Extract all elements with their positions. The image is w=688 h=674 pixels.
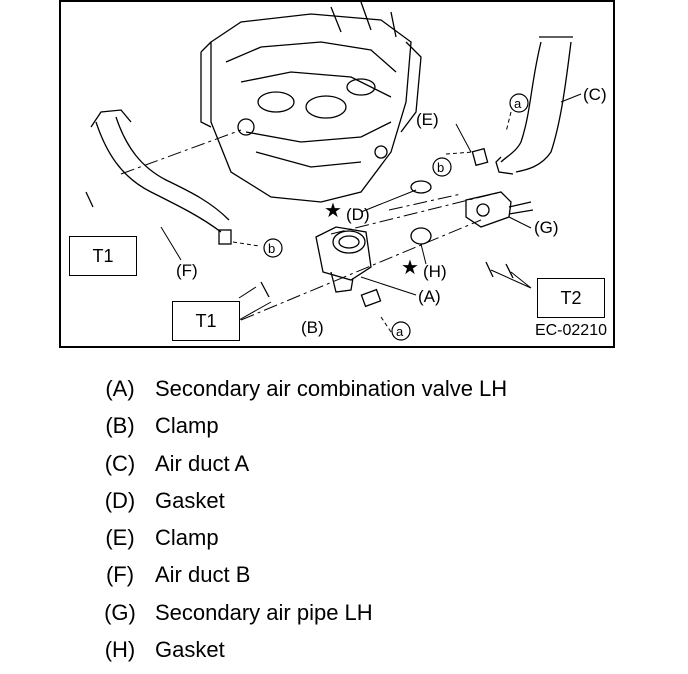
legend-code: (E) xyxy=(105,525,135,551)
legend-text: Air duct B xyxy=(155,562,251,588)
legend-code: (H) xyxy=(104,637,136,663)
callout-a: (A) xyxy=(418,287,441,306)
legend-text: Gasket xyxy=(155,637,225,663)
legend-text: Clamp xyxy=(155,413,219,439)
legend-code: (F) xyxy=(105,562,135,588)
torque-box-t1-left: T1 xyxy=(69,236,137,276)
legend-text: Clamp xyxy=(155,525,219,551)
star-icon: ★ xyxy=(324,200,342,222)
combination-valve xyxy=(315,226,372,293)
legend-text: Gasket xyxy=(155,487,225,513)
callout-g: (G) xyxy=(534,218,559,237)
callout-d: (D) xyxy=(346,205,370,224)
figure-id: EC-02210 xyxy=(534,322,607,339)
exploded-view-drawing xyxy=(85,2,582,341)
clamp-e xyxy=(471,147,489,167)
clamp-b xyxy=(360,288,382,308)
marker-a-top: a xyxy=(514,96,522,111)
diagram-frame: a b b a ★ ★ (C) (E) (D) (G) (F) (H) (A) … xyxy=(59,0,615,348)
marker-circle xyxy=(263,238,283,258)
air-duct-b xyxy=(90,109,232,245)
legend-code: (C) xyxy=(104,450,136,476)
marker-circle xyxy=(391,321,411,341)
legend-text: Air duct A xyxy=(155,450,250,476)
callout-b: (B) xyxy=(301,318,324,337)
engine-block xyxy=(200,2,422,203)
legend-text: Secondary air combination valve LH xyxy=(155,376,508,401)
marker-a-clamp-b: a xyxy=(396,324,404,339)
marker-b-clamp-e: b xyxy=(437,160,445,175)
legend-code: (B) xyxy=(105,413,135,439)
legend-code: (G) xyxy=(104,599,136,625)
legend-text: Secondary air pipe LH xyxy=(155,599,373,625)
gasket-d xyxy=(410,180,432,194)
callout-e: (E) xyxy=(416,110,439,129)
marker-circle xyxy=(432,157,452,177)
air-duct-a xyxy=(495,36,573,175)
legend-code: (A) xyxy=(105,376,135,401)
legend-code: (D) xyxy=(104,487,136,513)
marker-circle xyxy=(509,93,529,113)
star-icon: ★ xyxy=(401,257,419,279)
torque-box-t1-bottom: T1 xyxy=(172,301,240,341)
torque-box-t2: T2 xyxy=(537,278,605,318)
callout-f: (F) xyxy=(176,261,198,280)
callout-h: (H) xyxy=(423,262,447,281)
marker-b-duct-b: b xyxy=(268,241,276,256)
callout-c: (C) xyxy=(583,85,607,104)
